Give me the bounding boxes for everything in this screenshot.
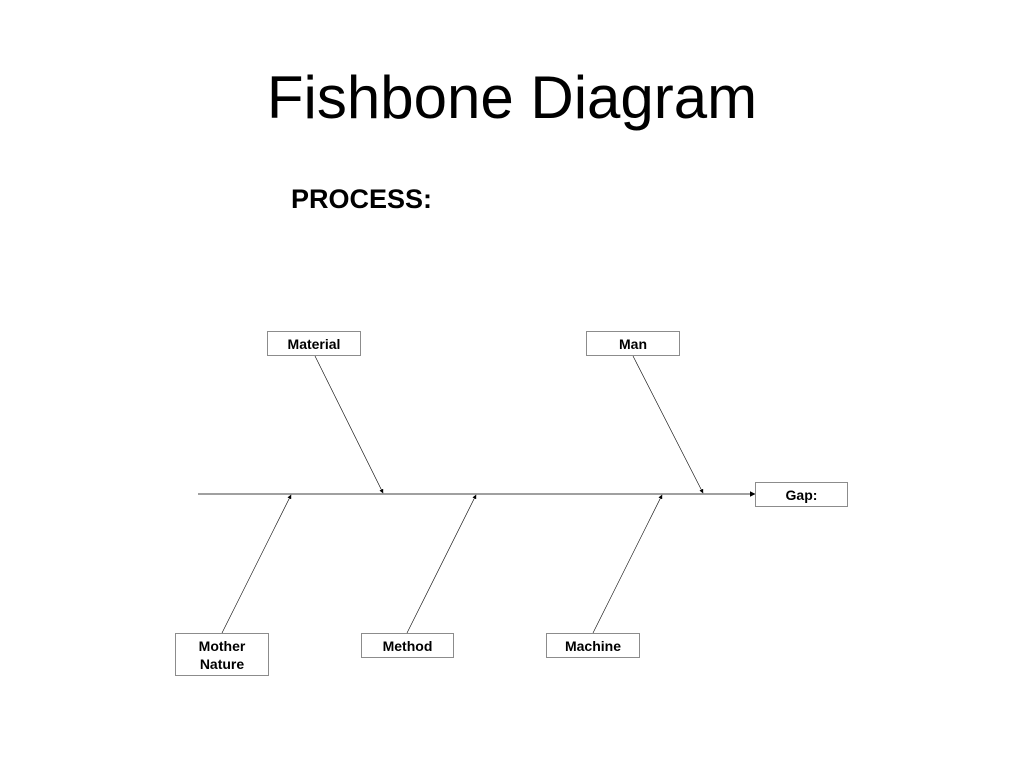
effect-box-gap: Gap: xyxy=(755,482,848,507)
bone-machine xyxy=(592,494,663,634)
bone-material xyxy=(314,355,384,494)
slide-title: Fishbone Diagram xyxy=(266,64,758,131)
cause-box-machine: Machine xyxy=(546,633,640,658)
process-label: PROCESS: xyxy=(291,184,433,214)
cause-box-method: Method xyxy=(361,633,454,658)
cause-box-mother-nature: Mother Nature xyxy=(175,633,269,676)
bone-method xyxy=(406,494,477,634)
bone-mother-nature xyxy=(221,494,292,634)
cause-box-man: Man xyxy=(586,331,680,356)
cause-box-material: Material xyxy=(267,331,361,356)
bone-man xyxy=(632,355,704,494)
